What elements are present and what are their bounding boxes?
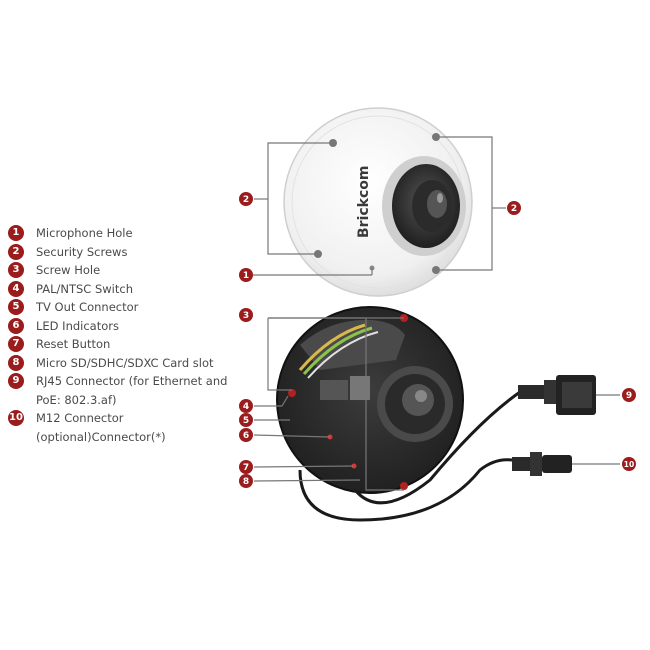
legend-number: 7 — [8, 336, 24, 352]
camera-top-view: Brickcom — [283, 107, 473, 297]
svg-text:8: 8 — [243, 477, 249, 487]
legend-number: 9 — [8, 373, 24, 389]
callout-6: 6 — [239, 428, 253, 442]
callout-3: 3 — [239, 308, 253, 322]
legend: 1 Microphone Hole 2 Security Screws 3 Sc… — [8, 224, 248, 446]
legend-item: 3 Screw Hole — [8, 261, 248, 280]
svg-text:3: 3 — [243, 311, 249, 321]
legend-label: RJ45 Connector (for Ethernet and PoE: 80… — [36, 374, 228, 407]
legend-item: 7 Reset Button — [8, 335, 248, 354]
legend-number: 4 — [8, 280, 24, 297]
legend-item: 2 Security Screws — [8, 243, 248, 262]
brand-logo: Brickcom — [356, 166, 372, 239]
svg-text:1: 1 — [243, 271, 249, 281]
legend-item: 5 TV Out Connector — [8, 298, 248, 317]
svg-text:10: 10 — [624, 460, 634, 469]
callouts: 2 2 1 3 4 5 6 7 — [239, 192, 636, 488]
svg-text:2: 2 — [511, 204, 517, 214]
legend-label: LED Indicators — [36, 318, 119, 333]
legend-number: 6 — [8, 317, 24, 334]
m12-connector — [512, 452, 572, 476]
camera-bottom-view — [276, 306, 464, 494]
legend-item: 1 Microphone Hole — [8, 224, 248, 243]
callout-10: 10 — [622, 457, 636, 471]
legend-label: M12 Connector (optional)Connector(*) — [36, 411, 166, 444]
svg-text:7: 7 — [243, 463, 249, 473]
legend-number: 1 — [8, 225, 24, 241]
legend-number: 3 — [8, 262, 24, 278]
svg-text:2: 2 — [243, 195, 249, 205]
security-screw — [432, 266, 440, 274]
svg-text:4: 4 — [243, 402, 249, 412]
legend-item: 9 RJ45 Connector (for Ethernet and PoE: … — [8, 372, 248, 409]
rj45-connector — [518, 375, 596, 415]
callout-7: 7 — [239, 460, 253, 474]
callout-1: 1 — [239, 268, 253, 282]
callout-2-left: 2 — [239, 192, 253, 206]
svg-text:6: 6 — [243, 431, 249, 441]
callout-4: 4 — [239, 399, 253, 413]
svg-text:5: 5 — [243, 416, 249, 426]
legend-label: Screw Hole — [36, 263, 101, 277]
legend-item: 6 LED Indicators — [8, 317, 248, 336]
legend-number: 10 — [8, 410, 24, 426]
legend-item: 4 PAL/NTSC Switch — [8, 280, 248, 299]
callout-2-right: 2 — [507, 201, 521, 215]
legend-number: 5 — [8, 299, 24, 315]
legend-number: 8 — [8, 354, 24, 371]
legend-item: 10 M12 Connector (optional)Connector(*) — [8, 409, 248, 446]
callout-8: 8 — [239, 474, 253, 488]
security-screw — [432, 133, 440, 141]
legend-label: Reset Button — [36, 337, 111, 351]
cables — [298, 375, 596, 522]
legend-label: PAL/NTSC Switch — [36, 281, 133, 296]
callout-9: 9 — [622, 388, 636, 402]
callout-5: 5 — [239, 413, 253, 427]
svg-text:9: 9 — [626, 391, 632, 401]
legend-item: 8 Micro SD/SDHC/SDXC Card slot — [8, 354, 248, 373]
legend-label: Security Screws — [36, 244, 128, 259]
leader-lines — [253, 136, 620, 491]
legend-label: Micro SD/SDHC/SDXC Card slot — [36, 355, 214, 370]
legend-label: TV Out Connector — [36, 300, 139, 314]
legend-label: Microphone Hole — [36, 226, 133, 240]
legend-number: 2 — [8, 243, 24, 260]
